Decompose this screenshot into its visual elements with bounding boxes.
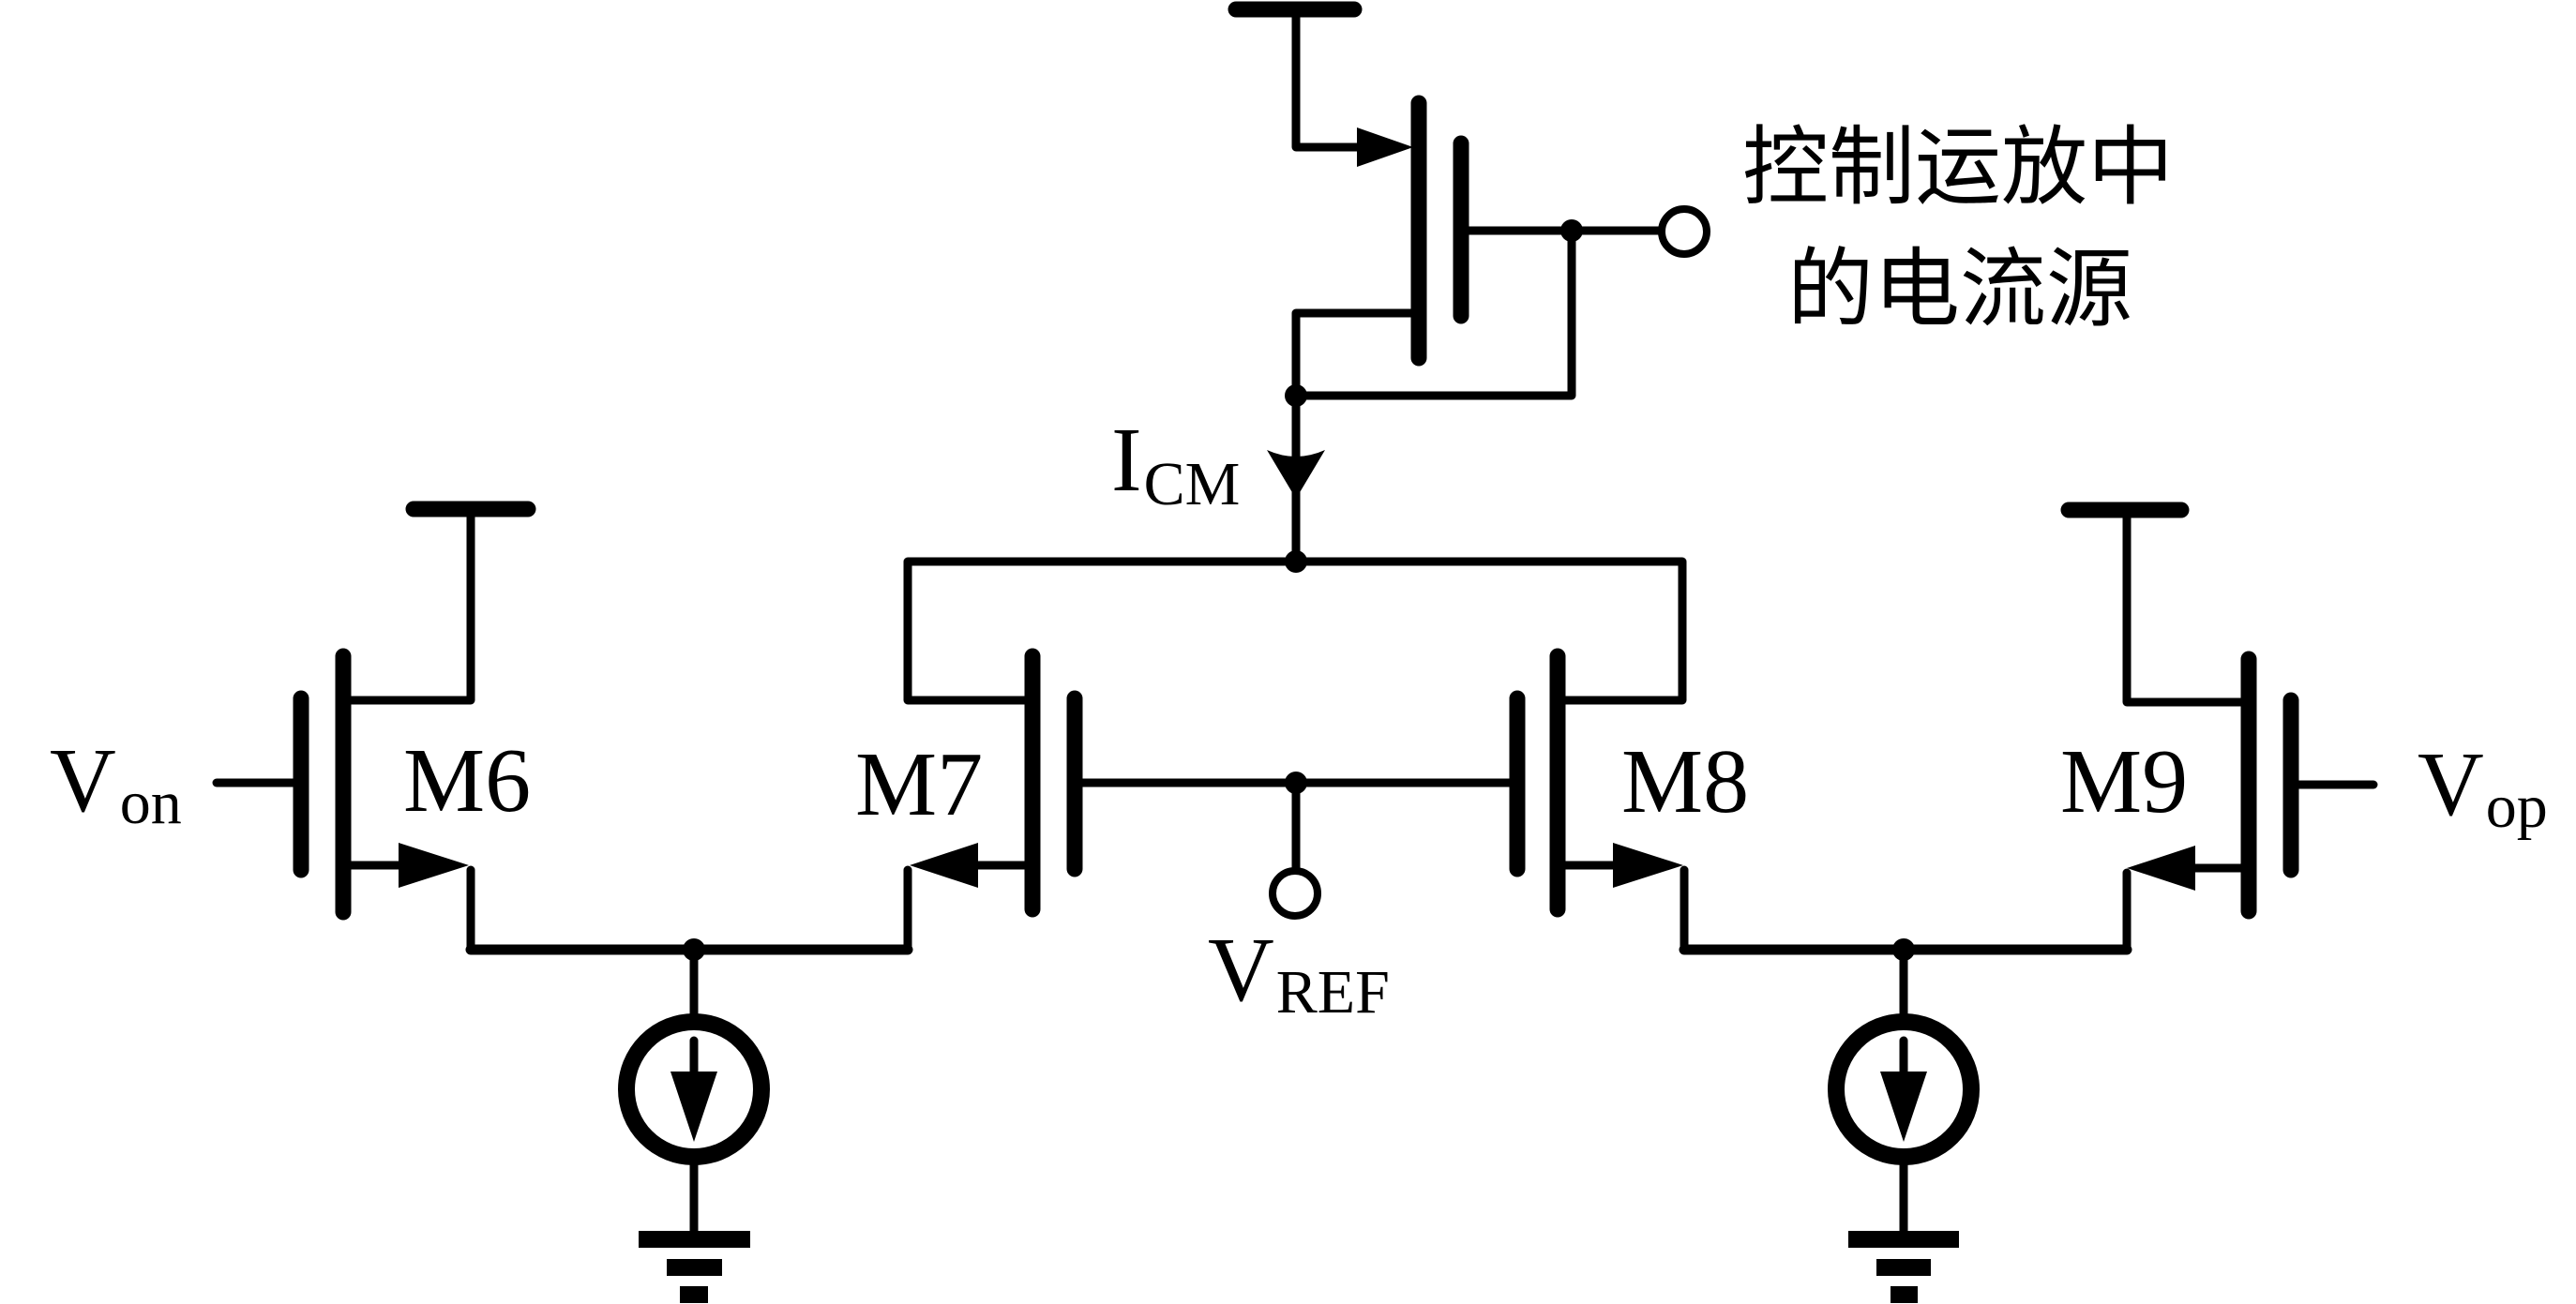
annotation-line-1: 控制运放中 [1742,117,2174,217]
vref-label-main: V [1208,920,1274,1021]
icm-branch: ICM [1111,391,1325,566]
von-label-main: V [50,730,116,832]
transistor-m8: M8 [1509,648,1749,954]
junction-dot-icon [1285,550,1307,573]
vref-label-sub: REF [1276,958,1390,1027]
vop-label: Vop [2418,734,2548,841]
m8-label: M8 [1621,731,1749,832]
top-source-wire [1291,8,1364,152]
ground-icon-bar-2 [1876,1259,1931,1276]
transistor-m6: M6 Von [50,501,536,954]
top-drain-wire [1291,226,1576,400]
left-tail [465,938,913,1303]
current-source-arrow-icon [1880,1072,1927,1142]
vop-label-sub: op [2486,772,2548,841]
source-arrow-icon [2127,846,2195,891]
m6-label: M6 [403,730,531,832]
current-arrow-icon [1267,450,1325,499]
von-label: Von [50,730,182,837]
transistor-m9: M9 Vop [2060,502,2548,954]
right-tail [1679,938,2132,1303]
ground-icon [1848,1231,1959,1248]
center-drain-loop [903,557,1687,705]
icm-label: ICM [1111,410,1240,518]
bias-port-terminal[interactable] [1658,205,1710,258]
top-current-source-transistor: 控制运放中 的电流源 [1228,1,2174,407]
transistor-m7: M7 [855,648,1083,954]
source-arrow-icon [399,843,469,888]
vref-label: VREF [1208,920,1390,1027]
current-source-arrow-icon [670,1072,717,1142]
ground-icon-bar-3 [1891,1286,1918,1303]
ground-icon-bar-3 [680,1286,708,1303]
source-arrow-icon [1357,127,1413,167]
icm-label-sub: CM [1144,450,1241,518]
vop-label-main: V [2418,734,2484,835]
m9-drain-wire [2122,509,2246,707]
m7-label: M7 [855,734,983,835]
m9-label: M9 [2060,731,2188,832]
vref-port-terminal[interactable] [1269,867,1321,920]
m6-drain-wire [346,508,475,705]
source-arrow-icon [910,843,978,888]
annotation-line-2: 的电流源 [1787,239,2132,339]
source-arrow-icon [1613,843,1683,888]
ground-icon-bar-2 [667,1259,722,1276]
icm-label-main: I [1111,410,1142,511]
von-label-sub: on [120,769,182,837]
ground-icon [639,1231,750,1248]
